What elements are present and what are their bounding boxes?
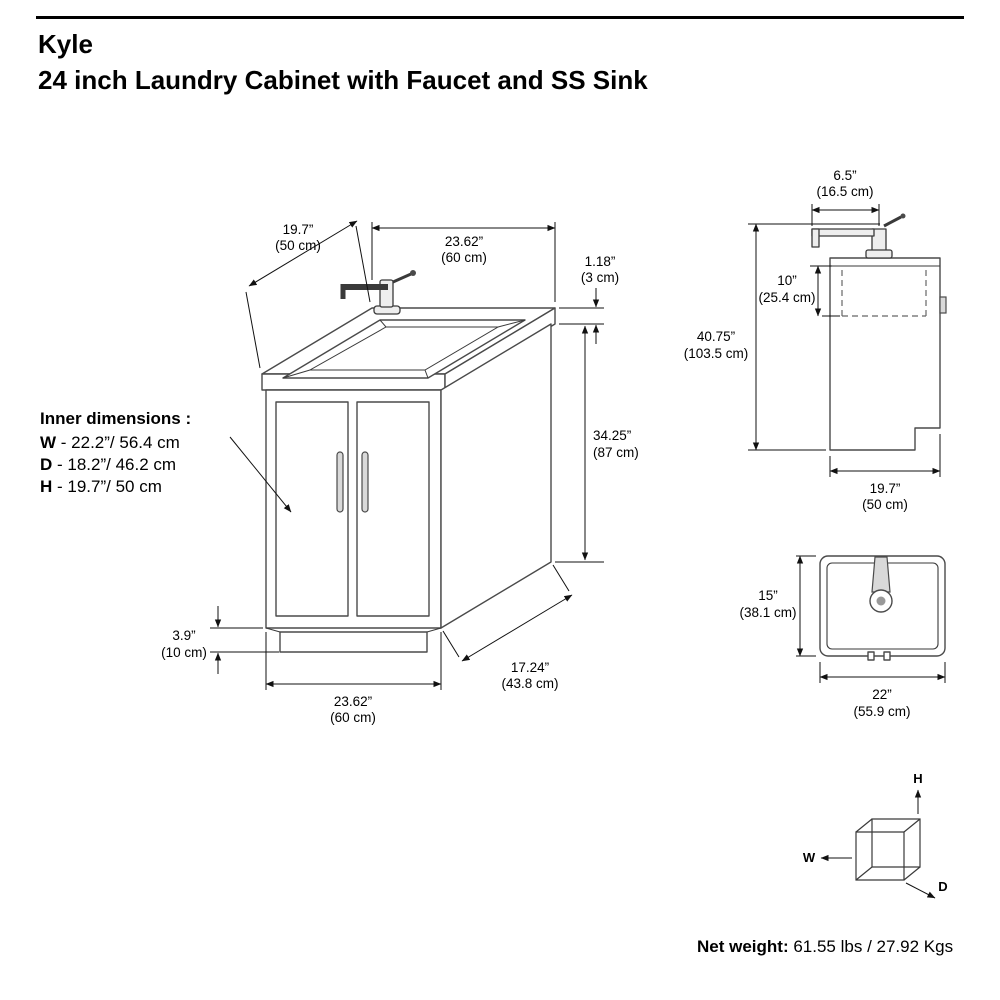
door-handle-right <box>361 451 369 513</box>
door-handle-left <box>336 451 344 513</box>
dim-toe-kick-cm: (10 cm) <box>161 645 207 660</box>
top-view-faucet-icon <box>869 556 893 613</box>
front-view-dimensions: 19.7” (50 cm) 23.62” (60 cm) 1.18” (3 cm… <box>161 220 639 725</box>
cabinet-side <box>440 323 552 629</box>
dim-depth-bottom-in: 17.24” <box>511 660 549 675</box>
dim-height-in: 34.25” <box>593 428 631 443</box>
dim-counter-thickness-in: 1.18” <box>585 254 616 269</box>
top-view-clip-left <box>867 651 875 661</box>
counter-side-edge <box>444 307 556 391</box>
axis-cube: H W D <box>803 771 948 899</box>
inner-dimension-height: H - 19.7”/ 50 cm <box>40 477 162 496</box>
dim-basin-depth-cm: (25.4 cm) <box>758 290 815 305</box>
dim-basin-depth-in: 10” <box>777 273 797 288</box>
front-isometric-view <box>261 270 556 653</box>
dim-topview-depth-cm: (38.1 cm) <box>739 605 796 620</box>
dim-width-top-in: 23.62” <box>445 234 483 249</box>
dim-total-height-in: 40.75” <box>697 329 735 344</box>
side-view-basin-dashed <box>841 270 927 317</box>
dim-topview-width-in: 22” <box>872 687 892 702</box>
dim-side-depth-cm: (50 cm) <box>862 497 908 512</box>
inner-dimensions-leader-arrow <box>229 436 292 513</box>
dim-width-bottom-cm: (60 cm) <box>330 710 376 725</box>
inner-dimension-width: W - 22.2”/ 56.4 cm <box>40 433 180 452</box>
net-weight: Net weight: 61.55 lbs / 27.92 Kgs <box>697 937 953 957</box>
dim-side-depth-in: 19.7” <box>870 481 901 496</box>
dim-faucet-reach-cm: (16.5 cm) <box>816 184 873 199</box>
dim-depth-top-cm: (50 cm) <box>275 238 321 253</box>
faucet-icon <box>340 270 416 315</box>
page-subtitle: 24 inch Laundry Cabinet with Faucet and … <box>38 65 648 95</box>
side-view-handle <box>939 296 947 314</box>
sink-basin <box>282 319 526 379</box>
top-rule <box>36 16 964 19</box>
top-view: 15” (38.1 cm) 22” (55.9 cm) <box>739 555 946 719</box>
inner-dimensions-heading: Inner dimensions : <box>40 409 192 428</box>
axis-h-label: H <box>913 771 922 786</box>
dim-topview-depth-in: 15” <box>758 588 778 603</box>
top-view-clip-right <box>883 651 891 661</box>
axis-d-label: D <box>938 879 947 894</box>
side-view-body <box>829 257 941 451</box>
dim-counter-thickness-cm: (3 cm) <box>581 270 619 285</box>
side-view: 6.5” (16.5 cm) 10” (25.4 cm) 40.75” (103… <box>684 168 947 512</box>
header: Kyle 24 inch Laundry Cabinet with Faucet… <box>38 26 648 98</box>
dim-width-bottom-in: 23.62” <box>334 694 372 709</box>
dim-topview-width-cm: (55.9 cm) <box>853 704 910 719</box>
dim-width-top-cm: (60 cm) <box>441 250 487 265</box>
dim-total-height-cm: (103.5 cm) <box>684 346 749 361</box>
inner-dimension-depth: D - 18.2”/ 46.2 cm <box>40 455 177 474</box>
dim-toe-kick-in: 3.9” <box>172 628 195 643</box>
side-view-faucet-icon <box>811 213 906 259</box>
dim-height-cm: (87 cm) <box>593 445 639 460</box>
inner-dimensions-note: Inner dimensions : W - 22.2”/ 56.4 cm D … <box>40 408 191 498</box>
page-title: Kyle <box>38 29 93 59</box>
net-weight-label: Net weight: <box>697 937 789 956</box>
axis-d-arrow <box>905 882 936 899</box>
net-weight-value: 61.55 lbs / 27.92 Kgs <box>793 937 954 956</box>
dim-faucet-reach-in: 6.5” <box>833 168 856 183</box>
dim-depth-bottom-cm: (43.8 cm) <box>501 676 558 691</box>
cabinet-door-right <box>356 401 430 617</box>
dim-depth-top-in: 19.7” <box>283 222 314 237</box>
toe-kick <box>265 627 442 653</box>
axis-w-label: W <box>803 850 816 865</box>
